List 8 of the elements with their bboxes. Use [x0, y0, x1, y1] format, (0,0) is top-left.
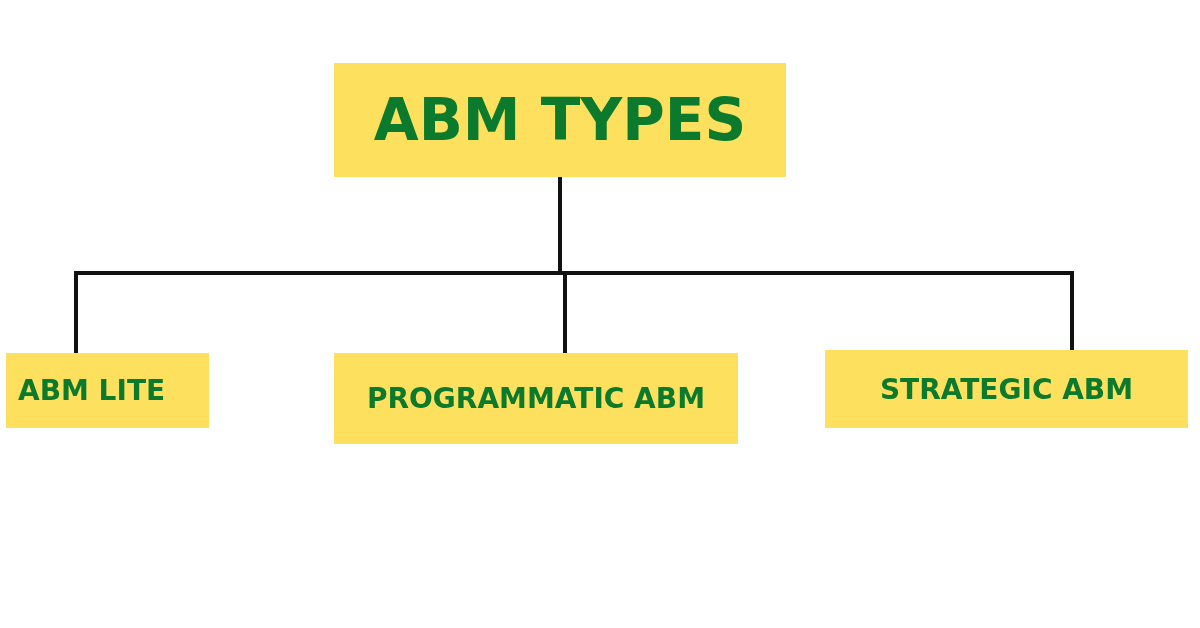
type-box [6, 353, 209, 428]
title-box [334, 63, 786, 177]
node-label: PROGRAMMATIC ABM [367, 382, 705, 415]
type-box [334, 353, 738, 444]
type-box [825, 350, 1188, 428]
node-label: STRATEGIC ABM [879, 372, 1134, 406]
node-label: ABM TYPES [373, 86, 747, 154]
node-label: ABM LITE [18, 374, 166, 407]
